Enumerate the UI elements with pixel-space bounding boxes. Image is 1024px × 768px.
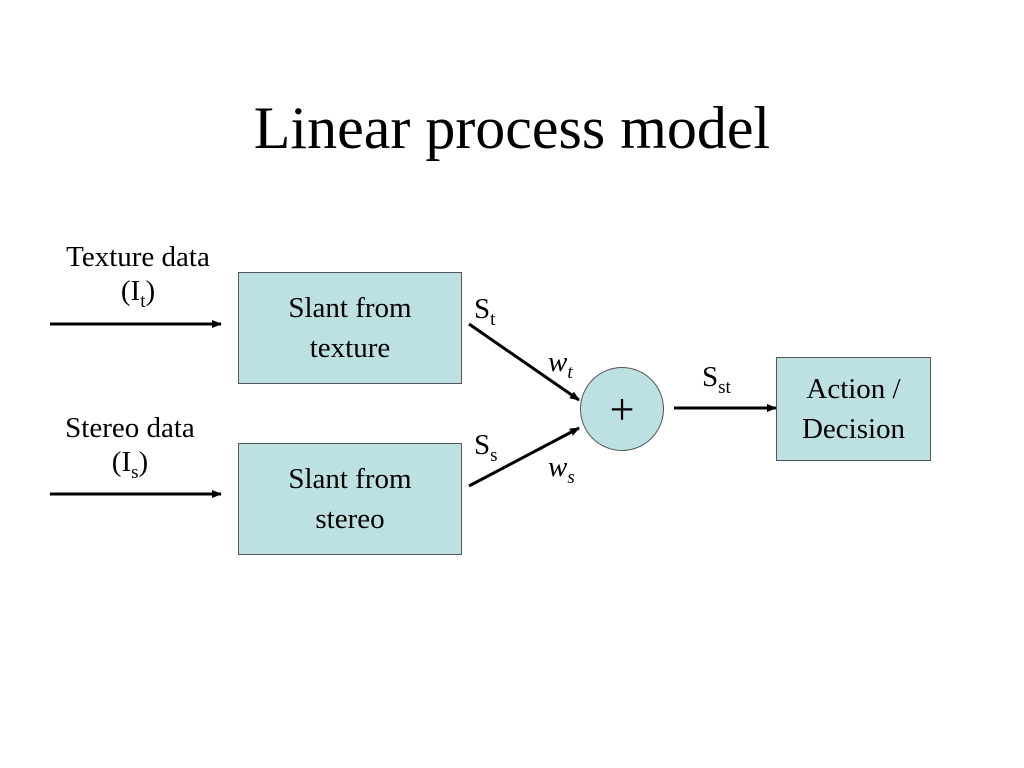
slant-from-stereo-line1: Slant from xyxy=(288,463,412,495)
texture-data-text: Texture data xyxy=(66,241,210,273)
slant-from-texture-box: Slant from texture xyxy=(238,272,462,384)
weight-ws-label: ws xyxy=(548,451,575,488)
slant-from-texture-line1: Slant from xyxy=(288,292,412,324)
summation-node: + xyxy=(580,367,664,451)
action-decision-box: Action / Decision xyxy=(776,357,931,461)
texture-data-label: Texture data (It) xyxy=(40,240,236,312)
stereo-data-symbol: (Is) xyxy=(111,446,149,483)
stereo-data-text: Stereo data xyxy=(65,412,195,444)
plus-symbol: + xyxy=(609,384,635,434)
slant-from-stereo-line2: stereo xyxy=(315,503,385,535)
slant-from-texture-line2: texture xyxy=(309,332,391,364)
action-decision-line2: Decision xyxy=(801,413,906,445)
slant-from-stereo-box: Slant from stereo xyxy=(238,443,462,555)
texture-data-symbol: (It) xyxy=(120,275,156,312)
stereo-to-sum-arrow xyxy=(468,426,580,488)
signal-st-label: St xyxy=(474,293,496,330)
slide-title: Linear process model xyxy=(253,95,771,161)
stereo-data-label: Stereo data (Is) xyxy=(40,411,220,483)
signal-sst-label: Sst xyxy=(702,361,731,398)
signal-ss-label: Ss xyxy=(474,429,498,466)
action-decision-line1: Action / xyxy=(806,373,901,405)
texture-to-sum-arrow xyxy=(468,322,580,402)
weight-wt-label: wt xyxy=(548,346,573,383)
